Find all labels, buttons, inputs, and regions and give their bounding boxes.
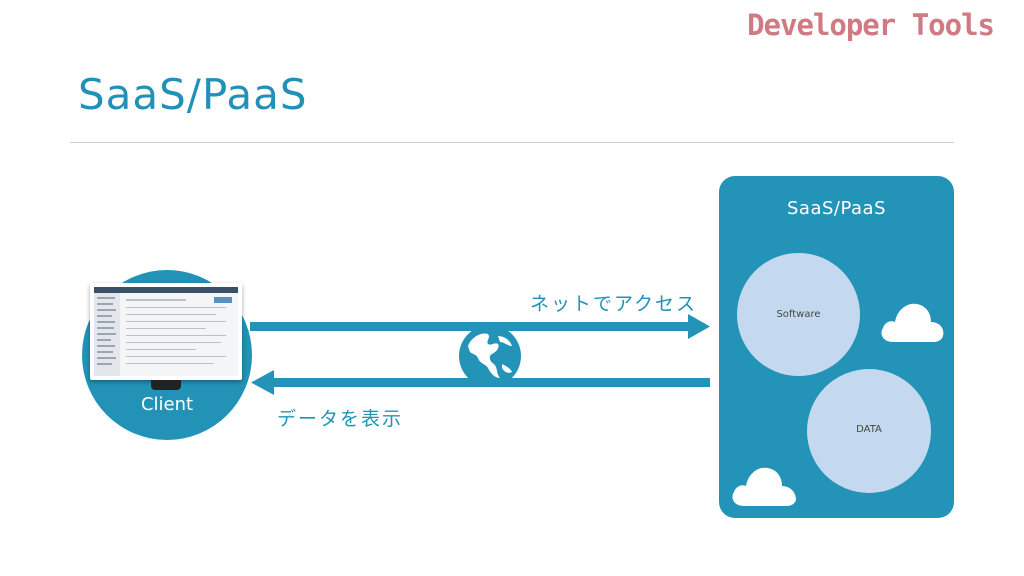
app-screenshot-thumbnail: [94, 287, 238, 376]
data-label: DATA: [856, 424, 882, 435]
software-label: Software: [776, 309, 821, 320]
cloud-icon: [881, 303, 944, 342]
software-bubble: Software: [737, 253, 860, 376]
request-label: ネットでアクセス: [530, 293, 698, 315]
cloud-icon: [732, 467, 796, 506]
monitor-screen: [94, 287, 238, 376]
monitor-icon: [90, 283, 242, 380]
response-label: データを表示: [277, 408, 404, 430]
brand-logo: Developer Tools: [747, 8, 995, 42]
page-title: SaaS/PaaS: [78, 70, 308, 119]
client-label: Client: [140, 394, 194, 415]
monitor-stand: [151, 380, 181, 390]
globe-icon: [459, 325, 521, 387]
data-bubble: DATA: [807, 369, 931, 493]
request-arrow: [250, 314, 710, 339]
saas-paas-title: SaaS/PaaS: [786, 198, 886, 219]
title-divider: [70, 142, 954, 143]
